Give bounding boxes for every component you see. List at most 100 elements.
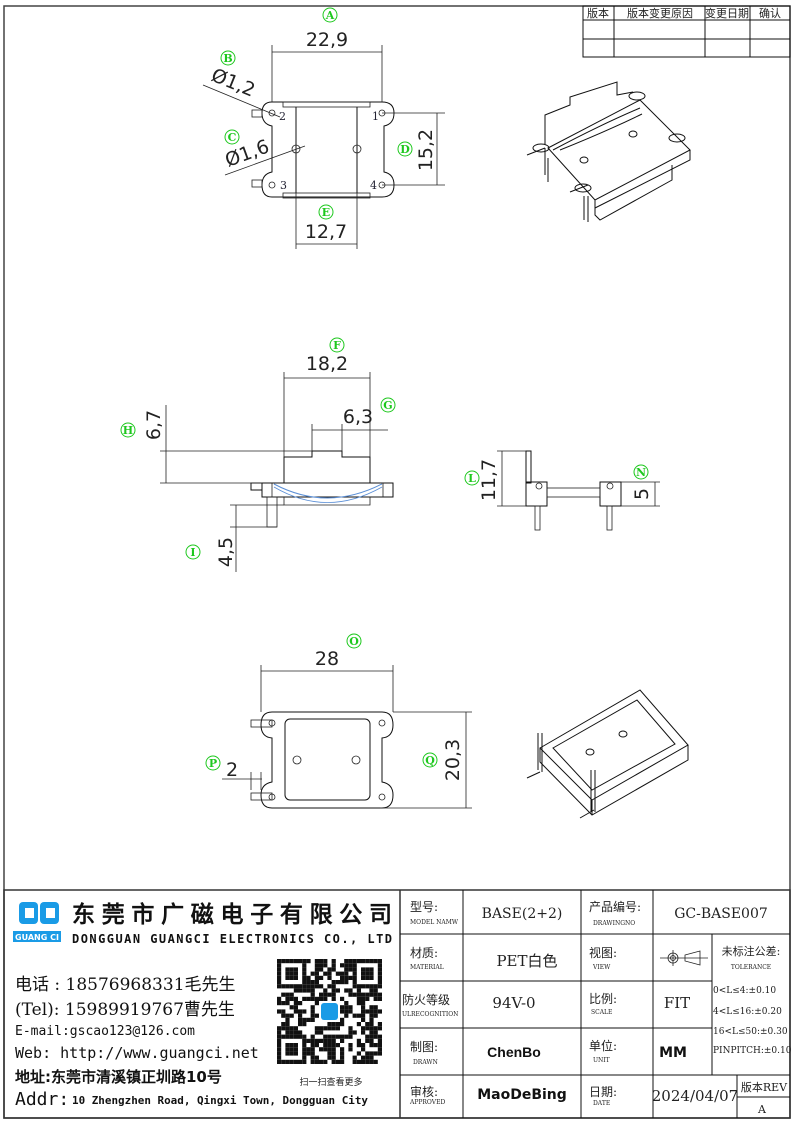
qr-module <box>373 1026 378 1031</box>
qr-module <box>298 1009 303 1014</box>
qr-module <box>323 959 328 964</box>
qr-module <box>327 1022 332 1027</box>
qr-module <box>331 988 336 993</box>
qr-module <box>344 971 349 976</box>
qr-module <box>356 988 361 993</box>
qr-module <box>369 992 374 997</box>
drawn-value: ChenBo <box>487 1044 541 1060</box>
qr-module <box>323 1026 328 1031</box>
qr-module <box>319 992 324 997</box>
qr-module <box>377 984 382 989</box>
qr-module <box>352 963 357 968</box>
qr-module <box>285 984 290 989</box>
qr-module <box>289 996 294 1001</box>
qr-module <box>285 1059 290 1064</box>
qr-module <box>352 1055 357 1060</box>
qr-module <box>302 1059 307 1064</box>
label-h: H <box>123 424 133 437</box>
qr-module <box>314 1030 319 1035</box>
scale-label: 比例: <box>589 992 617 1006</box>
drawn-label-en: DRAWN <box>413 1059 438 1066</box>
qr-module <box>344 1013 349 1018</box>
qr-module <box>314 959 319 964</box>
qr-module <box>314 1059 319 1064</box>
qr-module <box>319 1026 324 1031</box>
qr-module <box>340 1005 345 1010</box>
tolerance-label: 未标注公差: <box>722 944 781 958</box>
qr-module <box>310 984 315 989</box>
qr-module <box>331 959 336 964</box>
qr-module <box>377 967 382 972</box>
qr-module <box>285 1022 290 1027</box>
qr-module <box>281 1059 286 1064</box>
qr-module <box>319 996 324 1001</box>
qr-module <box>319 967 324 972</box>
logo-text: GUANG CI <box>15 933 59 942</box>
dim-h: 6,7 <box>143 410 165 440</box>
drawn-label: 制图: <box>410 1040 438 1054</box>
label-p: P <box>209 757 217 770</box>
material-label-en: MATERIAL <box>410 964 444 971</box>
qr-module <box>348 1005 353 1010</box>
qr-module <box>319 975 324 980</box>
qr-module <box>281 984 286 989</box>
contact-web: Web: http://www.guangci.net <box>15 1044 259 1062</box>
dim-i: 4,5 <box>215 537 237 567</box>
label-l: L <box>468 472 476 485</box>
qr-module <box>361 1013 366 1018</box>
label-c: C <box>228 131 237 144</box>
qr-module <box>365 1038 370 1043</box>
qr-module <box>365 1055 370 1060</box>
qr-module <box>293 1034 298 1039</box>
qr-module <box>289 967 294 972</box>
qr-module <box>302 1009 307 1014</box>
qr-module <box>327 1043 332 1048</box>
rev-label: 版本REV <box>741 1080 788 1094</box>
qr-module <box>361 996 366 1001</box>
qr-module <box>373 984 378 989</box>
qr-module <box>335 1059 340 1064</box>
qr-module <box>335 988 340 993</box>
qr-module <box>340 1034 345 1039</box>
pin <box>266 496 278 528</box>
qr-module <box>285 1043 290 1048</box>
qr-module <box>302 971 307 976</box>
qr-module <box>302 1022 307 1027</box>
qr-module <box>331 1026 336 1031</box>
qr-module <box>365 975 370 980</box>
label-g: G <box>383 399 392 412</box>
tolerance-3: 16<L≤50:±0.30 <box>713 1027 788 1037</box>
qr-module <box>327 975 332 980</box>
qr-module <box>331 1047 336 1052</box>
approved-label-en: APPROVED <box>409 1099 445 1106</box>
qr-module <box>306 996 311 1001</box>
model-value: BASE(2+2) <box>482 906 563 922</box>
qr-module <box>277 1009 282 1014</box>
qr-module <box>369 1043 374 1048</box>
qr-module <box>281 992 286 997</box>
qr-module <box>373 1051 378 1056</box>
qr-module <box>352 1059 357 1064</box>
qr-module <box>323 1059 328 1064</box>
qr-module <box>293 1051 298 1056</box>
qr-module <box>369 967 374 972</box>
qr-module <box>373 1030 378 1035</box>
qr-module <box>365 1022 370 1027</box>
qr-module <box>327 1034 332 1039</box>
qr-center-logo <box>321 1003 338 1020</box>
approved-label: 审核: <box>410 1084 438 1099</box>
qr-module <box>323 988 328 993</box>
drawing-no-label-en: DRAWINGNO <box>593 920 635 927</box>
qr-module <box>285 1026 290 1031</box>
label-q: Q <box>425 754 435 767</box>
qr-module <box>356 1043 361 1048</box>
qr-module <box>327 1051 332 1056</box>
qr-module <box>298 984 303 989</box>
rev-header-version: 版本 <box>587 6 609 20</box>
qr-module <box>356 1059 361 1064</box>
qr-module <box>298 988 303 993</box>
qr-module <box>298 1059 303 1064</box>
qr-module <box>323 971 328 976</box>
dim-q: 20,3 <box>442 739 464 781</box>
qr-module <box>361 1059 366 1064</box>
